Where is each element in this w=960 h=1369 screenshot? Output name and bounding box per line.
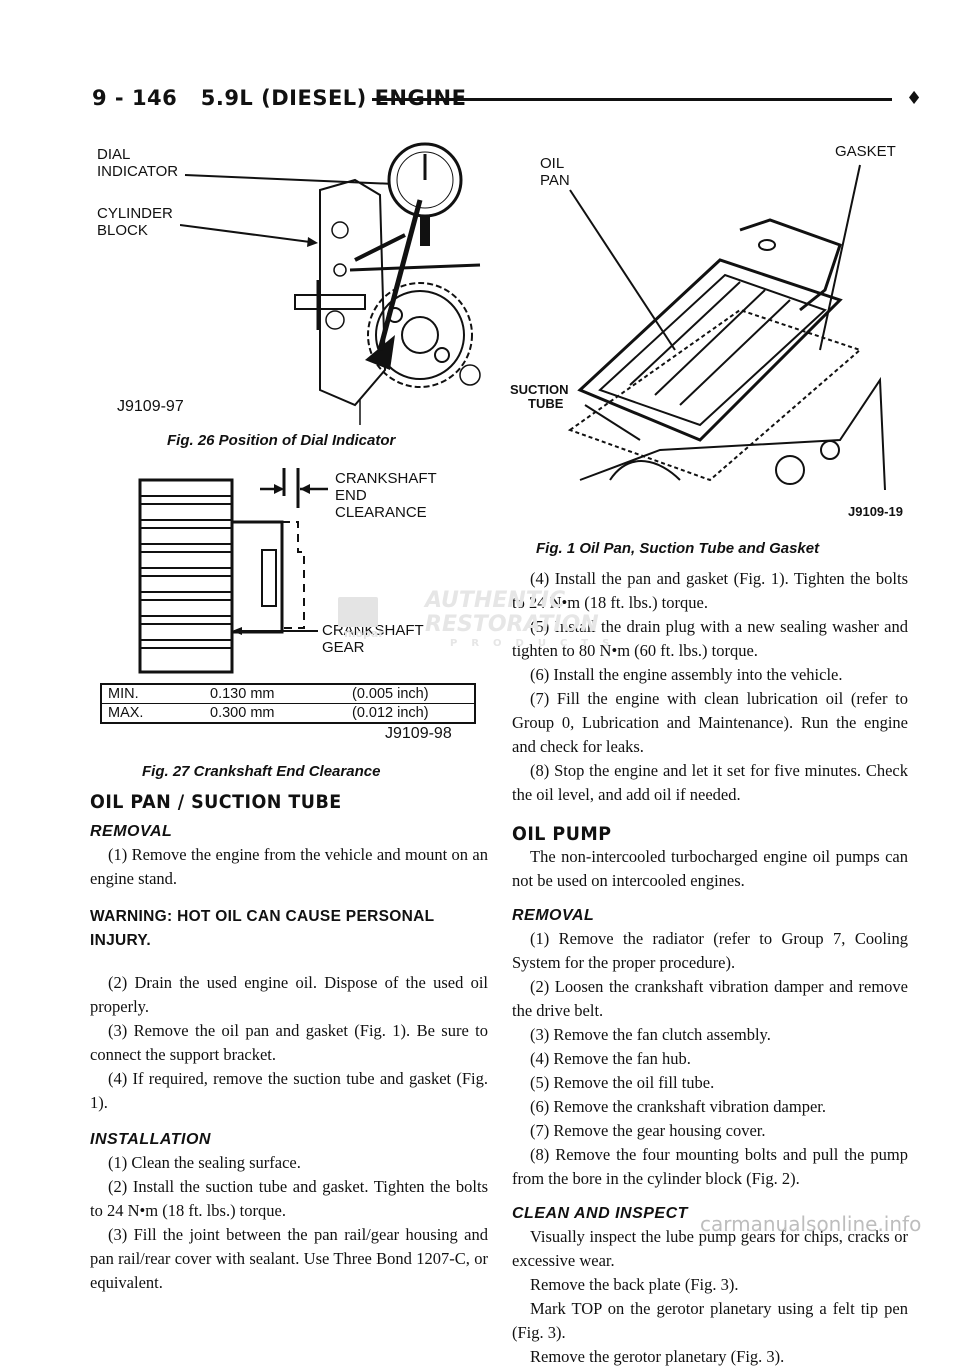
footer-site-watermark: carmanualsonline.info [700,1212,922,1236]
fig27-code: J9109-98 [385,725,452,742]
oilpan-install-step-4: (4) Install the pan and gasket (Fig. 1).… [512,569,908,612]
clean-inspect-step-2: Remove the back plate (Fig. 3). [530,1275,739,1294]
clean-inspect-step-3: Mark TOP on the gerotor planetary using … [512,1299,908,1342]
watermark-line-2: RESTORATION [425,612,599,637]
fig27-crankshaft-gear-diagram [138,468,328,674]
pump-removal-step-6: (6) Remove the crankshaft vibration damp… [530,1097,826,1116]
fig27-caption: Fig. 27 Crankshaft End Clearance [142,763,381,780]
warning-text: WARNING: HOT OIL CAN CAUSE PERSONAL INJU… [90,908,435,949]
watermark-line-1: AUTHENTIC [425,588,566,613]
fig26-caption: Fig. 26 Position of Dial Indicator [167,432,396,449]
pump-removal-step-8: (8) Remove the four mounting bolts and p… [512,1145,908,1188]
pump-removal-step-4: (4) Remove the fan hub. [530,1049,691,1068]
right-column-text: (4) Install the pan and gasket (Fig. 1).… [512,567,908,1369]
fig1-caption: Fig. 1 Oil Pan, Suction Tube and Gasket [536,540,820,557]
fig1-oil-pan-illustration [567,164,886,491]
oilpan-removal-step-4: (4) If required, remove the suction tube… [90,1069,488,1112]
watermark-brand: mopar [344,627,384,640]
removal-heading: REMOVAL [90,823,173,840]
oilpan-install-step-6: (6) Install the engine assembly into the… [530,665,843,684]
pump-removal-step-2: (2) Loosen the crankshaft vibration damp… [512,977,908,1020]
pump-removal-step-7: (7) Remove the gear housing cover. [530,1121,766,1140]
oilpan-install-step-1: (1) Clean the sealing surface. [108,1153,301,1172]
oilpan-install-step-5: (5) Install the drain plug with a new se… [512,617,908,660]
section-title-oil-pump: OIL PUMP [512,823,612,845]
oilpan-install-step-3: (3) Fill the joint between the pan rail/… [90,1225,488,1292]
pump-removal-step-5: (5) Remove the oil fill tube. [530,1073,715,1092]
oil-pump-intro: The non-intercooled turbocharged engine … [512,847,908,890]
page-number: 9 - 146 [92,86,178,110]
fig27-spec-table: MIN. 0.130 mm (0.005 inch) MAX. 0.300 mm… [100,683,476,724]
section-title-oil-pan: OIL PAN / SUCTION TUBE [90,791,342,813]
oilpan-removal-step-3: (3) Remove the oil pan and gasket (Fig. … [90,1021,488,1064]
table-row: MAX. 0.300 mm (0.012 inch) [108,705,429,721]
left-column-text: REMOVAL (1) Remove the engine from the v… [90,823,488,1295]
fig1-label-gasket: GASKET [835,143,896,160]
table-row: MIN. 0.130 mm (0.005 inch) [102,685,474,704]
oilpan-install-step-8: (8) Stop the engine and let it set for f… [512,761,908,804]
watermark-mopar-logo [338,597,378,627]
oilpan-removal-step-1: (1) Remove the engine from the vehicle a… [90,845,488,888]
watermark-line-3: PRODUCTS [450,638,624,649]
header-rule [372,98,892,101]
pump-removal-heading: REMOVAL [512,907,595,924]
oilpan-install-step-2: (2) Install the suction tube and gasket.… [90,1177,488,1220]
fig1-code: J9109-19 [848,504,903,519]
fig26-dial-indicator-illustration [180,142,481,425]
oilpan-removal-step-2: (2) Drain the used engine oil. Dispose o… [90,973,488,1016]
installation-heading: INSTALLATION [90,1131,211,1148]
pump-removal-step-3: (3) Remove the fan clutch assembly. [530,1025,771,1044]
oilpan-install-step-7: (7) Fill the engine with clean lubricati… [512,689,908,756]
pump-removal-step-1: (1) Remove the radiator (refer to Group … [512,929,908,972]
fig26-code: J9109-97 [117,398,184,415]
header-diamond-marker: ♦ [906,88,923,109]
clean-inspect-step-4: Remove the gerotor planetary (Fig. 3). [530,1347,785,1366]
clean-inspect-heading: CLEAN AND INSPECT [512,1205,688,1222]
